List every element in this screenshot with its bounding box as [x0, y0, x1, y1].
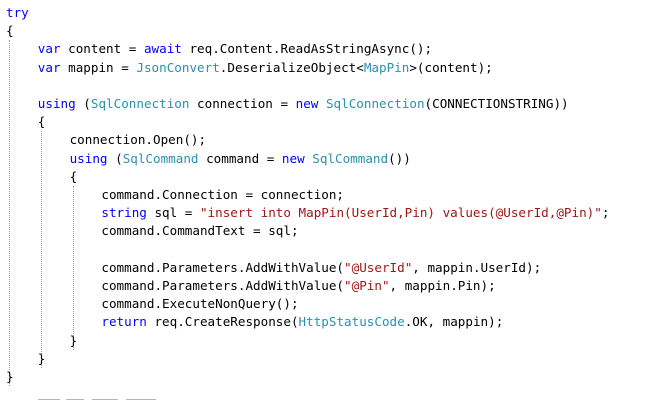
indent-guide — [40, 131, 42, 368]
code-token-type: SqlCommand — [312, 150, 389, 166]
code-token-plain: req.CreateResponse( — [146, 314, 299, 330]
code-token-type: SqlCommand — [122, 150, 199, 166]
code-token-keyword: return — [101, 314, 147, 330]
code-token-plain: command = — [198, 150, 282, 166]
code-token-string: "insert into MapPin(UserId,Pin) values(@… — [199, 205, 602, 221]
clipped-next-line — [0, 397, 667, 401]
code-token-plain — [318, 96, 326, 111]
code-token-plain: } — [69, 332, 78, 348]
code-token-plain: ( — [75, 96, 91, 111]
code-line: connection.Open(); — [70, 131, 206, 149]
code-line: { — [6, 22, 14, 40]
code-line: try — [6, 4, 29, 22]
code-token-plain: connection = — [189, 96, 296, 111]
code-token-plain: ()) — [388, 150, 411, 166]
indent-guide — [9, 40, 10, 387]
code-line: command.Connection = connection; — [101, 186, 344, 204]
code-token-type: HttpStatusCode — [298, 314, 405, 330]
code-token-plain: , mappin.UserId); — [412, 259, 542, 275]
code-line: command.CommandText = sql; — [101, 222, 298, 240]
code-token-keyword: string — [101, 205, 147, 221]
code-line: using (SqlCommand command = new SqlComma… — [70, 150, 411, 168]
code-token-plain: , mappin.Pin); — [389, 278, 496, 293]
code-token-keyword: var — [37, 59, 61, 75]
code-token-type: SqlConnection — [325, 96, 425, 111]
code-token-keyword: using — [69, 150, 108, 166]
code-token-plain: command.Parameters.AddWithValue( — [101, 259, 345, 275]
code-token-plain: .OK, mappin); — [404, 314, 504, 330]
code-token-plain: mappin = — [60, 59, 137, 75]
code-token-plain: } — [6, 369, 14, 384]
code-token-plain: connection.Open(); — [69, 132, 207, 148]
code-token-keyword: await — [143, 41, 182, 57]
code-line: return req.CreateResponse(HttpStatusCode… — [101, 313, 503, 331]
code-token-type: MapPin — [363, 59, 410, 75]
code-token-plain: ( — [107, 150, 123, 166]
code-line: using (SqlConnection connection = new Sq… — [38, 95, 569, 113]
code-token-plain: { — [69, 168, 78, 184]
code-token-type: JsonConvert — [136, 59, 220, 75]
code-token-keyword: try — [6, 5, 29, 20]
code-token-plain: sql = — [146, 205, 200, 221]
code-line: { — [38, 113, 46, 131]
code-line: string sql = "insert into MapPin(UserId,… — [101, 204, 609, 222]
code-token-type: SqlConnection — [90, 96, 190, 111]
code-line: } — [38, 350, 46, 368]
code-line: } — [6, 368, 14, 386]
code-token-keyword: var — [37, 41, 61, 57]
code-token-plain: command.CommandText = sql; — [101, 223, 299, 239]
code-token-plain: } — [37, 350, 46, 366]
code-token-plain: command.Parameters.AddWithValue( — [101, 278, 345, 293]
code-token-keyword: new — [281, 150, 305, 166]
code-line: var content = await req.Content.ReadAsSt… — [38, 40, 432, 58]
code-line: { — [70, 168, 78, 186]
indent-guide — [72, 186, 74, 350]
code-token-plain: (CONNECTIONSTRING)) — [424, 96, 569, 111]
code-token-plain: ; — [601, 205, 610, 221]
code-token-keyword: using — [37, 96, 76, 111]
code-token-plain: command.ExecuteNonQuery(); — [101, 296, 299, 312]
code-token-plain: content = — [60, 41, 144, 57]
code-token-plain: { — [37, 114, 46, 130]
code-token-plain: req.Content.ReadAsStringAsync(); — [181, 41, 433, 57]
code-token-string: "@Pin" — [344, 278, 390, 293]
code-token-string: "@UserId" — [344, 259, 413, 275]
code-token-keyword: new — [295, 96, 319, 111]
code-token-plain: { — [6, 23, 14, 39]
code-line: } — [70, 332, 78, 350]
code-token-plain: .DeserializeObject< — [219, 59, 364, 75]
code-line: var mappin = JsonConvert.DeserializeObje… — [38, 59, 493, 77]
code-token-plain: command.Connection = connection; — [101, 187, 345, 202]
code-line: command.Parameters.AddWithValue("@Pin", … — [101, 277, 495, 295]
code-token-plain: >(content); — [409, 59, 493, 75]
code-line: command.ExecuteNonQuery(); — [101, 295, 298, 313]
code-line: command.Parameters.AddWithValue("@UserId… — [101, 259, 541, 277]
